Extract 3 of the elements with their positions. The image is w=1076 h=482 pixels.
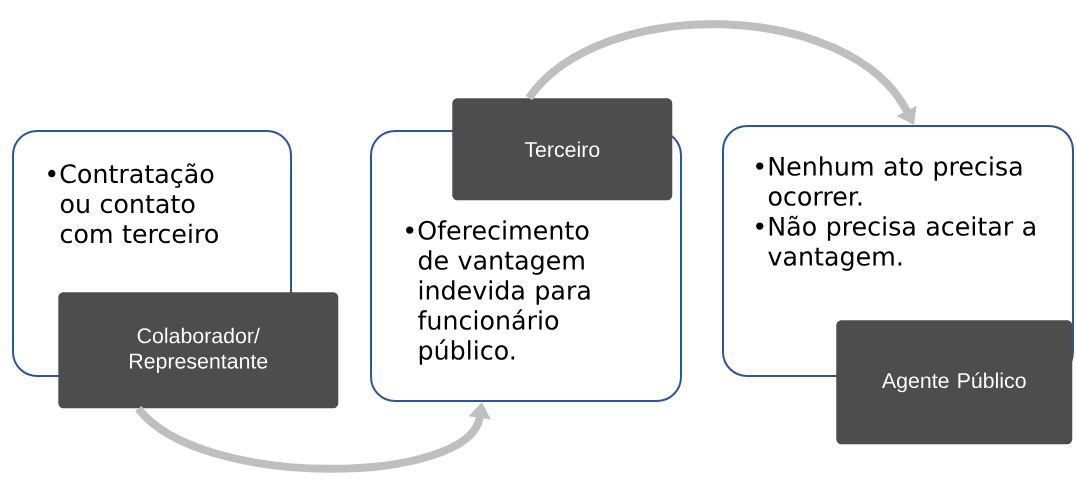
label-box: Colaborador/ Representante [58,292,339,409]
label-box: Agente Público [836,320,1073,445]
label-box: Terceiro [452,98,673,201]
